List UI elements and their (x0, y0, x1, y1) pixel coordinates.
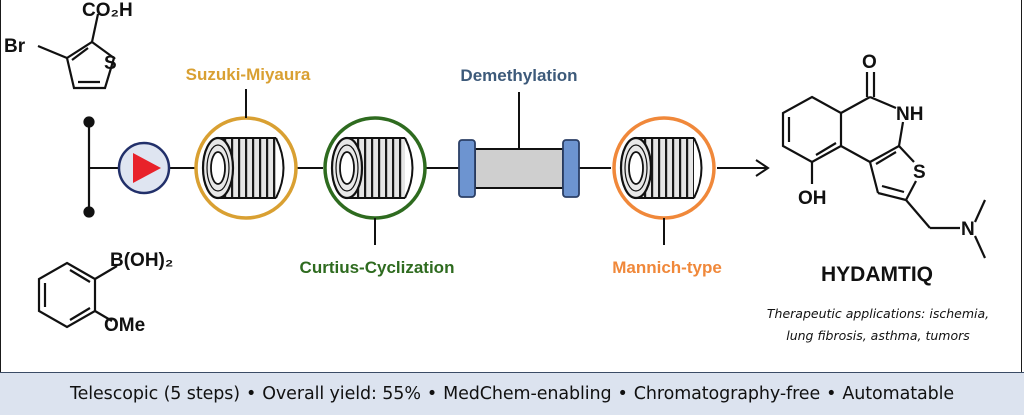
coil-reactor-mannich (612, 116, 716, 220)
product-n-label: N (961, 219, 975, 240)
pump-icon (117, 141, 171, 195)
product-name: HYDAMTIQ (821, 263, 933, 286)
step-label-mannich: Mannich-type (612, 258, 722, 277)
product-oh-label: OH (798, 188, 827, 209)
product-s-label: S (913, 162, 926, 183)
coil-reactor-suzuki (194, 116, 298, 220)
footer-item-medchem: MedChem-enabling (443, 384, 612, 404)
step-label-curtius: Curtius-Cyclization (300, 258, 455, 277)
packed-column-demethylation (458, 139, 580, 198)
inlet-junction (83, 116, 95, 218)
methoxy-label: OMe (104, 315, 145, 336)
step-label-demethylation: Demethylation (460, 66, 577, 85)
footer-item-telescopic: Telescopic (5 steps) (69, 384, 241, 404)
footer-item-automatable: Automatable (842, 384, 955, 404)
footer-separator: • (826, 384, 837, 404)
bromo-label: Br (4, 36, 26, 57)
carboxylic-acid-label: CO₂H (82, 0, 133, 21)
reagent-bromothiophene (37, 13, 116, 90)
footer-item-chromatography: Chromatography-free (633, 384, 821, 404)
product-structure (781, 72, 987, 259)
flow-arrow-icon (755, 159, 770, 177)
footer-item-yield: Overall yield: 55% (262, 384, 421, 404)
product-nh-label: NH (896, 104, 923, 125)
footer-separator: • (426, 384, 438, 404)
thiophene-s-label: S (104, 53, 117, 74)
summary-footer: Telescopic (5 steps) • Overall yield: 55… (0, 372, 1024, 415)
footer-separator: • (246, 384, 257, 404)
coil-reactor-curtius (323, 116, 427, 220)
reagent-methoxyphenylboronic-acid (37, 261, 118, 329)
applications-line-1: Therapeutic applications: ischemia, (767, 306, 989, 321)
step-label-suzuki: Suzuki-Miyaura (186, 65, 311, 84)
product-carbonyl-o: O (862, 52, 877, 73)
applications-line-2: lung fibrosis, asthma, tumors (786, 328, 970, 343)
boronic-acid-label: B(OH)₂ (110, 250, 173, 271)
footer-separator: • (617, 384, 628, 404)
